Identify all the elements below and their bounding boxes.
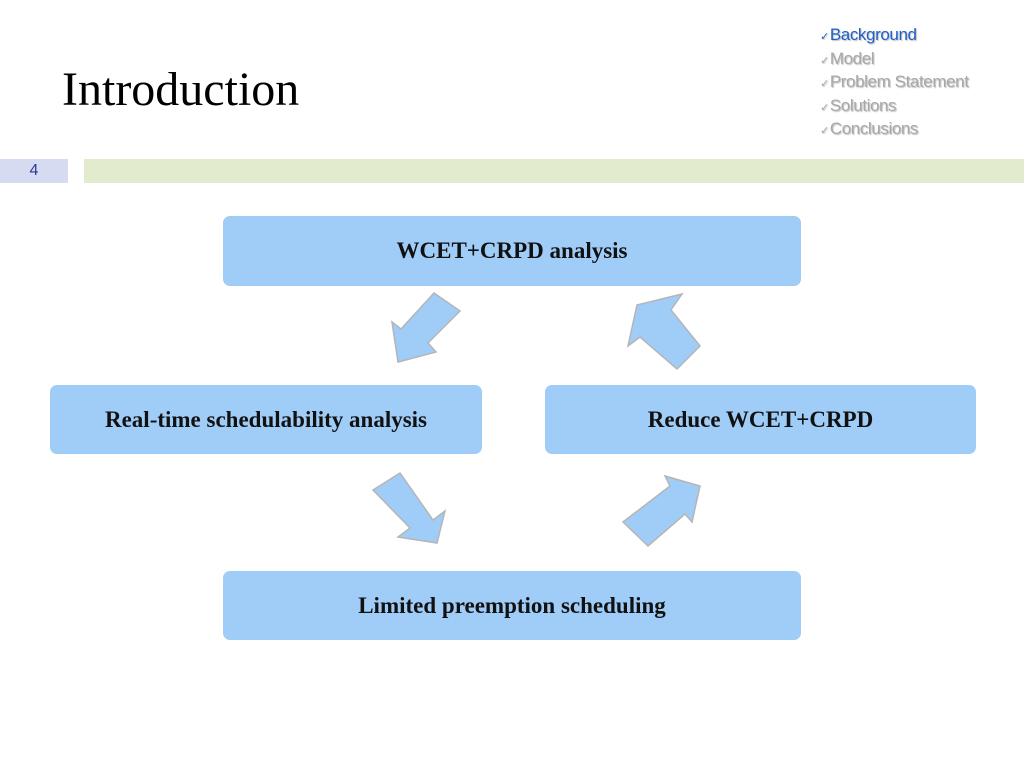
check-icon: ✓	[820, 54, 829, 67]
arrow-to-wcet-crpd-analysis	[626, 292, 702, 371]
arrow-to-limited-preemption	[371, 471, 447, 544]
page-number: 4	[0, 159, 68, 183]
node-reduce-wcet-crpd: Reduce WCET+CRPD	[545, 385, 976, 454]
nav-item-conclusions[interactable]: ✓ Conclusions	[820, 119, 1020, 143]
check-icon: ✓	[820, 78, 829, 90]
section-nav: ✓ Background ✓ Model ✓ Problem Statement…	[820, 25, 1020, 143]
nav-item-background[interactable]: ✓ Background	[820, 25, 1020, 49]
nav-item-label: Conclusions	[829, 119, 919, 138]
nav-item-label: Background	[829, 25, 917, 44]
check-icon: ✓	[820, 31, 829, 43]
arrow-to-schedulability	[390, 292, 462, 363]
slide-title: Introduction	[62, 63, 300, 116]
nav-item-problem-statement[interactable]: ✓ Problem Statement	[820, 72, 1020, 96]
header-band	[84, 159, 1024, 183]
nav-item-label: Model	[829, 48, 875, 68]
nav-item-label: Solutions	[829, 95, 897, 115]
check-icon: ✓	[820, 101, 829, 114]
node-schedulability-analysis: Real-time schedulability analysis	[50, 385, 482, 454]
nav-item-model[interactable]: ✓ Model	[820, 49, 1020, 73]
nav-item-label: Problem Statement	[829, 72, 969, 91]
node-wcet-crpd-analysis: WCET+CRPD analysis	[223, 216, 801, 286]
arrow-to-reduce	[621, 474, 701, 548]
node-limited-preemption: Limited preemption scheduling	[223, 571, 801, 640]
nav-item-solutions[interactable]: ✓ Solutions	[820, 96, 1020, 120]
check-icon: ✓	[820, 125, 829, 137]
